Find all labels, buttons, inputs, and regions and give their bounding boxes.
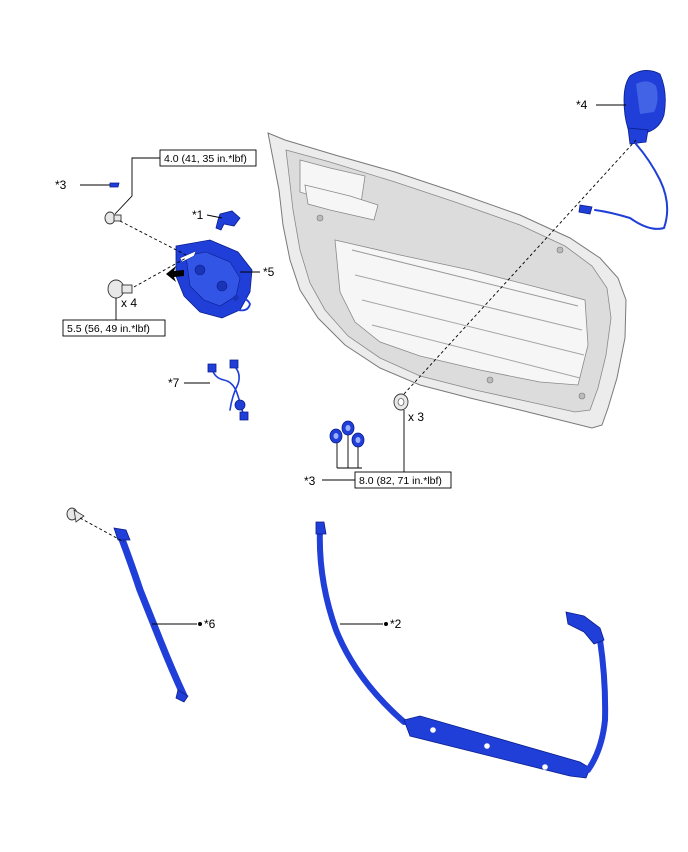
callout-2: *2 [390,617,402,631]
callout-1: *1 [192,208,204,222]
torque-mirror-text: 4.0 (41, 35 in.*lbf) [164,153,247,165]
callout-6: *6 [204,617,216,631]
torque-box-mirror: 4.0 (41, 35 in.*lbf) [159,149,257,167]
callout-3-bottom: *3 [304,474,316,488]
regulator-assembly [175,239,253,319]
torque-door-text: 8.0 (82, 71 in.*lbf) [359,475,442,487]
callout-5: *5 [263,265,275,279]
qty-regulator-bolt: x 4 [121,296,137,310]
mirror-bolt-icon [104,211,122,225]
clip-part [215,210,241,231]
weatherstrip-2 [315,521,609,779]
door-nut-icon [393,393,409,411]
pin-part [109,182,120,188]
outside-mirror [578,70,669,230]
torque-box-door: 8.0 (82, 71 in.*lbf) [354,471,452,489]
installation-lines [79,139,637,543]
weatherstrip-6 [113,527,189,703]
callout-3-top: *3 [55,178,67,192]
leader-lines [80,104,626,626]
regulator-bolt-icon [107,279,133,299]
torque-box-regulator: 5.5 (56, 49 in.*lbf) [62,319,166,337]
qty-door-nut: x 3 [408,410,424,424]
callout-7: *7 [168,376,180,390]
nut-group-icon [329,420,365,448]
arrow-indicator [166,266,184,282]
torque-regulator-text: 5.5 (56, 49 in.*lbf) [67,323,150,335]
wire-harness [207,359,249,421]
callout-4: *4 [576,98,588,112]
weatherstrip-clip-icon [66,507,85,523]
door-panel [267,132,627,429]
